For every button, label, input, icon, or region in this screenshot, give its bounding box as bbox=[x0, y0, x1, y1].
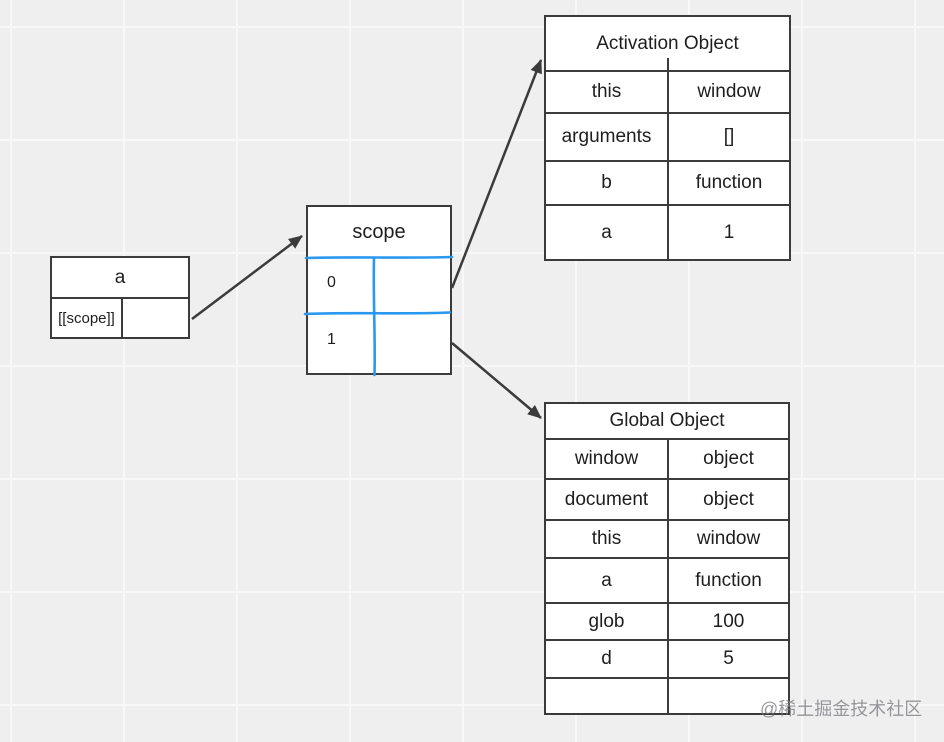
table-row bbox=[546, 677, 788, 713]
table-row: this window bbox=[546, 70, 789, 112]
global-object-table: Global Object window object document obj… bbox=[544, 402, 790, 715]
row-value: [] bbox=[723, 126, 735, 147]
row-key bbox=[546, 679, 669, 713]
row-value: object bbox=[703, 488, 754, 510]
scope-box: scope 0 1 bbox=[303, 205, 454, 377]
table-row: a 1 bbox=[546, 204, 789, 259]
variable-a-box: a [[scope]] bbox=[50, 256, 190, 339]
table-row: document object bbox=[546, 478, 788, 519]
title-divider-stub bbox=[667, 58, 669, 70]
global-table-title: Global Object bbox=[609, 410, 725, 431]
row-key: b bbox=[546, 162, 669, 204]
row-key: window bbox=[546, 440, 669, 478]
row-key: document bbox=[546, 480, 669, 519]
scope-property-cell: [[scope]] bbox=[52, 299, 123, 337]
activation-table-title: Activation Object bbox=[596, 32, 739, 54]
row-key: d bbox=[546, 641, 669, 677]
table-row: glob 100 bbox=[546, 602, 788, 639]
arrow-a-to-scope bbox=[191, 235, 303, 320]
table-row: a function bbox=[546, 557, 788, 602]
row-value: 5 bbox=[723, 648, 734, 669]
row-value: window bbox=[696, 528, 761, 549]
row-value: function bbox=[695, 569, 762, 591]
activation-object-table: Activation Object this window arguments … bbox=[544, 15, 791, 261]
a-box-row: [[scope]] bbox=[52, 297, 188, 337]
row-value: window bbox=[697, 81, 761, 102]
scope-index-1: 1 bbox=[327, 331, 336, 348]
scope-grid-lines bbox=[303, 255, 454, 377]
row-value: object bbox=[703, 448, 754, 469]
watermark: @稀土掘金技术社区 bbox=[760, 699, 923, 719]
row-value: function bbox=[695, 172, 763, 193]
a-box-title: a bbox=[114, 266, 126, 288]
table-row: window object bbox=[546, 438, 788, 478]
row-value: 1 bbox=[723, 221, 735, 243]
table-row: arguments [] bbox=[546, 112, 789, 160]
row-key: this bbox=[546, 72, 669, 112]
scope-box-title: scope bbox=[352, 220, 406, 243]
row-key: glob bbox=[546, 604, 669, 639]
row-key: a bbox=[546, 206, 669, 259]
row-key: this bbox=[546, 521, 669, 557]
table-row: this window bbox=[546, 519, 788, 557]
arrow-scope-to-activation bbox=[450, 59, 543, 289]
row-value: 100 bbox=[712, 610, 745, 632]
row-key: a bbox=[546, 559, 669, 602]
row-key: arguments bbox=[546, 114, 669, 160]
arrow-scope-to-global bbox=[451, 342, 542, 419]
table-row: d 5 bbox=[546, 639, 788, 677]
scope-index-0: 0 bbox=[327, 274, 336, 291]
table-row: b function bbox=[546, 160, 789, 204]
scope-property-value-cell bbox=[123, 299, 188, 337]
